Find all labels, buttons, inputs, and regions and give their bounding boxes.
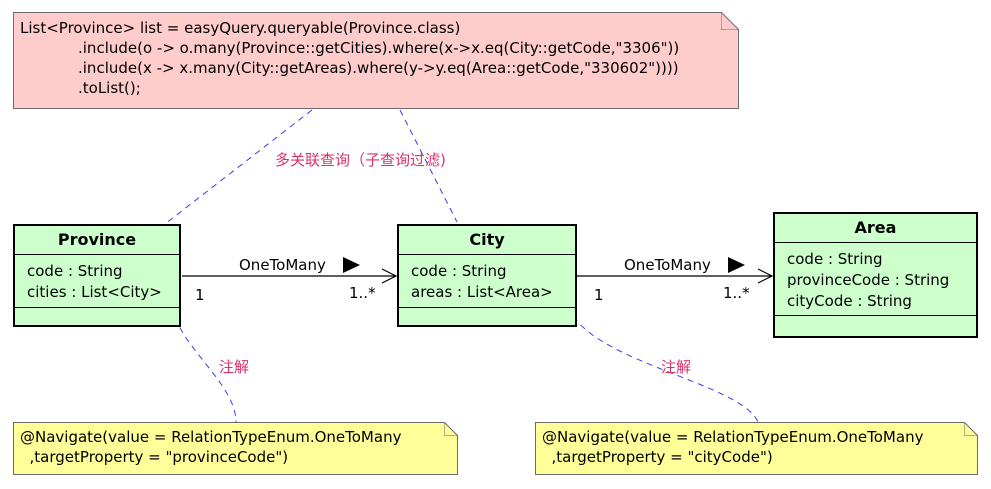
association-arrowhead-area (757, 268, 774, 284)
class-area[interactable]: Area code : String provinceCode : String… (773, 212, 978, 338)
class-name: City (399, 226, 575, 255)
class-attribute: areas : List<Area> (411, 283, 553, 301)
note-fold-icon (964, 422, 978, 436)
association-direction-icon (343, 257, 360, 273)
class-attribute: code : String (787, 250, 883, 268)
class-attributes: code : String areas : List<Area> (399, 255, 575, 308)
annotation-line: @Navigate(value = RelationTypeEnum.OneTo… (20, 428, 402, 446)
class-attributes: code : String provinceCode : String city… (775, 243, 976, 316)
multiplicity-target: 1..* (723, 284, 750, 302)
code-line: .toList(); (78, 79, 141, 97)
annotation-line: ,targetProperty = "cityCode") (542, 448, 773, 466)
association-direction-icon (728, 257, 745, 273)
class-attributes: code : String cities : List<City> (15, 255, 179, 308)
annotation-line: @Navigate(value = RelationTypeEnum.OneTo… (542, 428, 924, 446)
multiplicity-source: 1 (594, 286, 604, 304)
class-attribute: cities : List<City> (27, 283, 162, 301)
code-line: List<Province> list = easyQuery.queryabl… (20, 19, 461, 37)
note-fold-icon (721, 12, 739, 30)
navigate-annotation-province: @Navigate(value = RelationTypeEnum.OneTo… (13, 422, 458, 475)
multiplicity-source: 1 (195, 286, 205, 304)
annotation-label: 注解 (661, 358, 692, 376)
class-attribute: code : String (411, 262, 507, 280)
class-attribute: provinceCode : String (787, 271, 950, 289)
query-note-anchor-city (399, 109, 458, 223)
code-line: .include(o -> o.many(Province::getCities… (78, 39, 680, 57)
multiplicity-target: 1..* (349, 284, 376, 302)
code-line: .include(x -> x.many(City::getAreas).whe… (78, 59, 679, 77)
class-name: Province (15, 226, 179, 255)
subquery-filter-label: 多关联查询（子查询过滤) (275, 151, 446, 169)
association-name: OneToMany (239, 256, 326, 274)
association-arrowhead-city (381, 268, 398, 284)
query-code-note: List<Province> list = easyQuery.queryabl… (13, 12, 739, 109)
class-attribute: code : String (27, 262, 123, 280)
class-name: Area (775, 214, 976, 243)
class-province[interactable]: Province code : String cities : List<Cit… (13, 224, 181, 327)
query-note-anchor-province (164, 109, 313, 225)
association-name: OneToMany (624, 256, 711, 274)
class-attribute: cityCode : String (787, 292, 912, 310)
navigate-annotation-city: @Navigate(value = RelationTypeEnum.OneTo… (535, 422, 978, 475)
note-fold-icon (444, 422, 458, 436)
annotation-line: ,targetProperty = "provinceCode") (20, 448, 289, 466)
annotation-label: 注解 (219, 358, 250, 376)
class-city[interactable]: City code : String areas : List<Area> (397, 224, 577, 327)
